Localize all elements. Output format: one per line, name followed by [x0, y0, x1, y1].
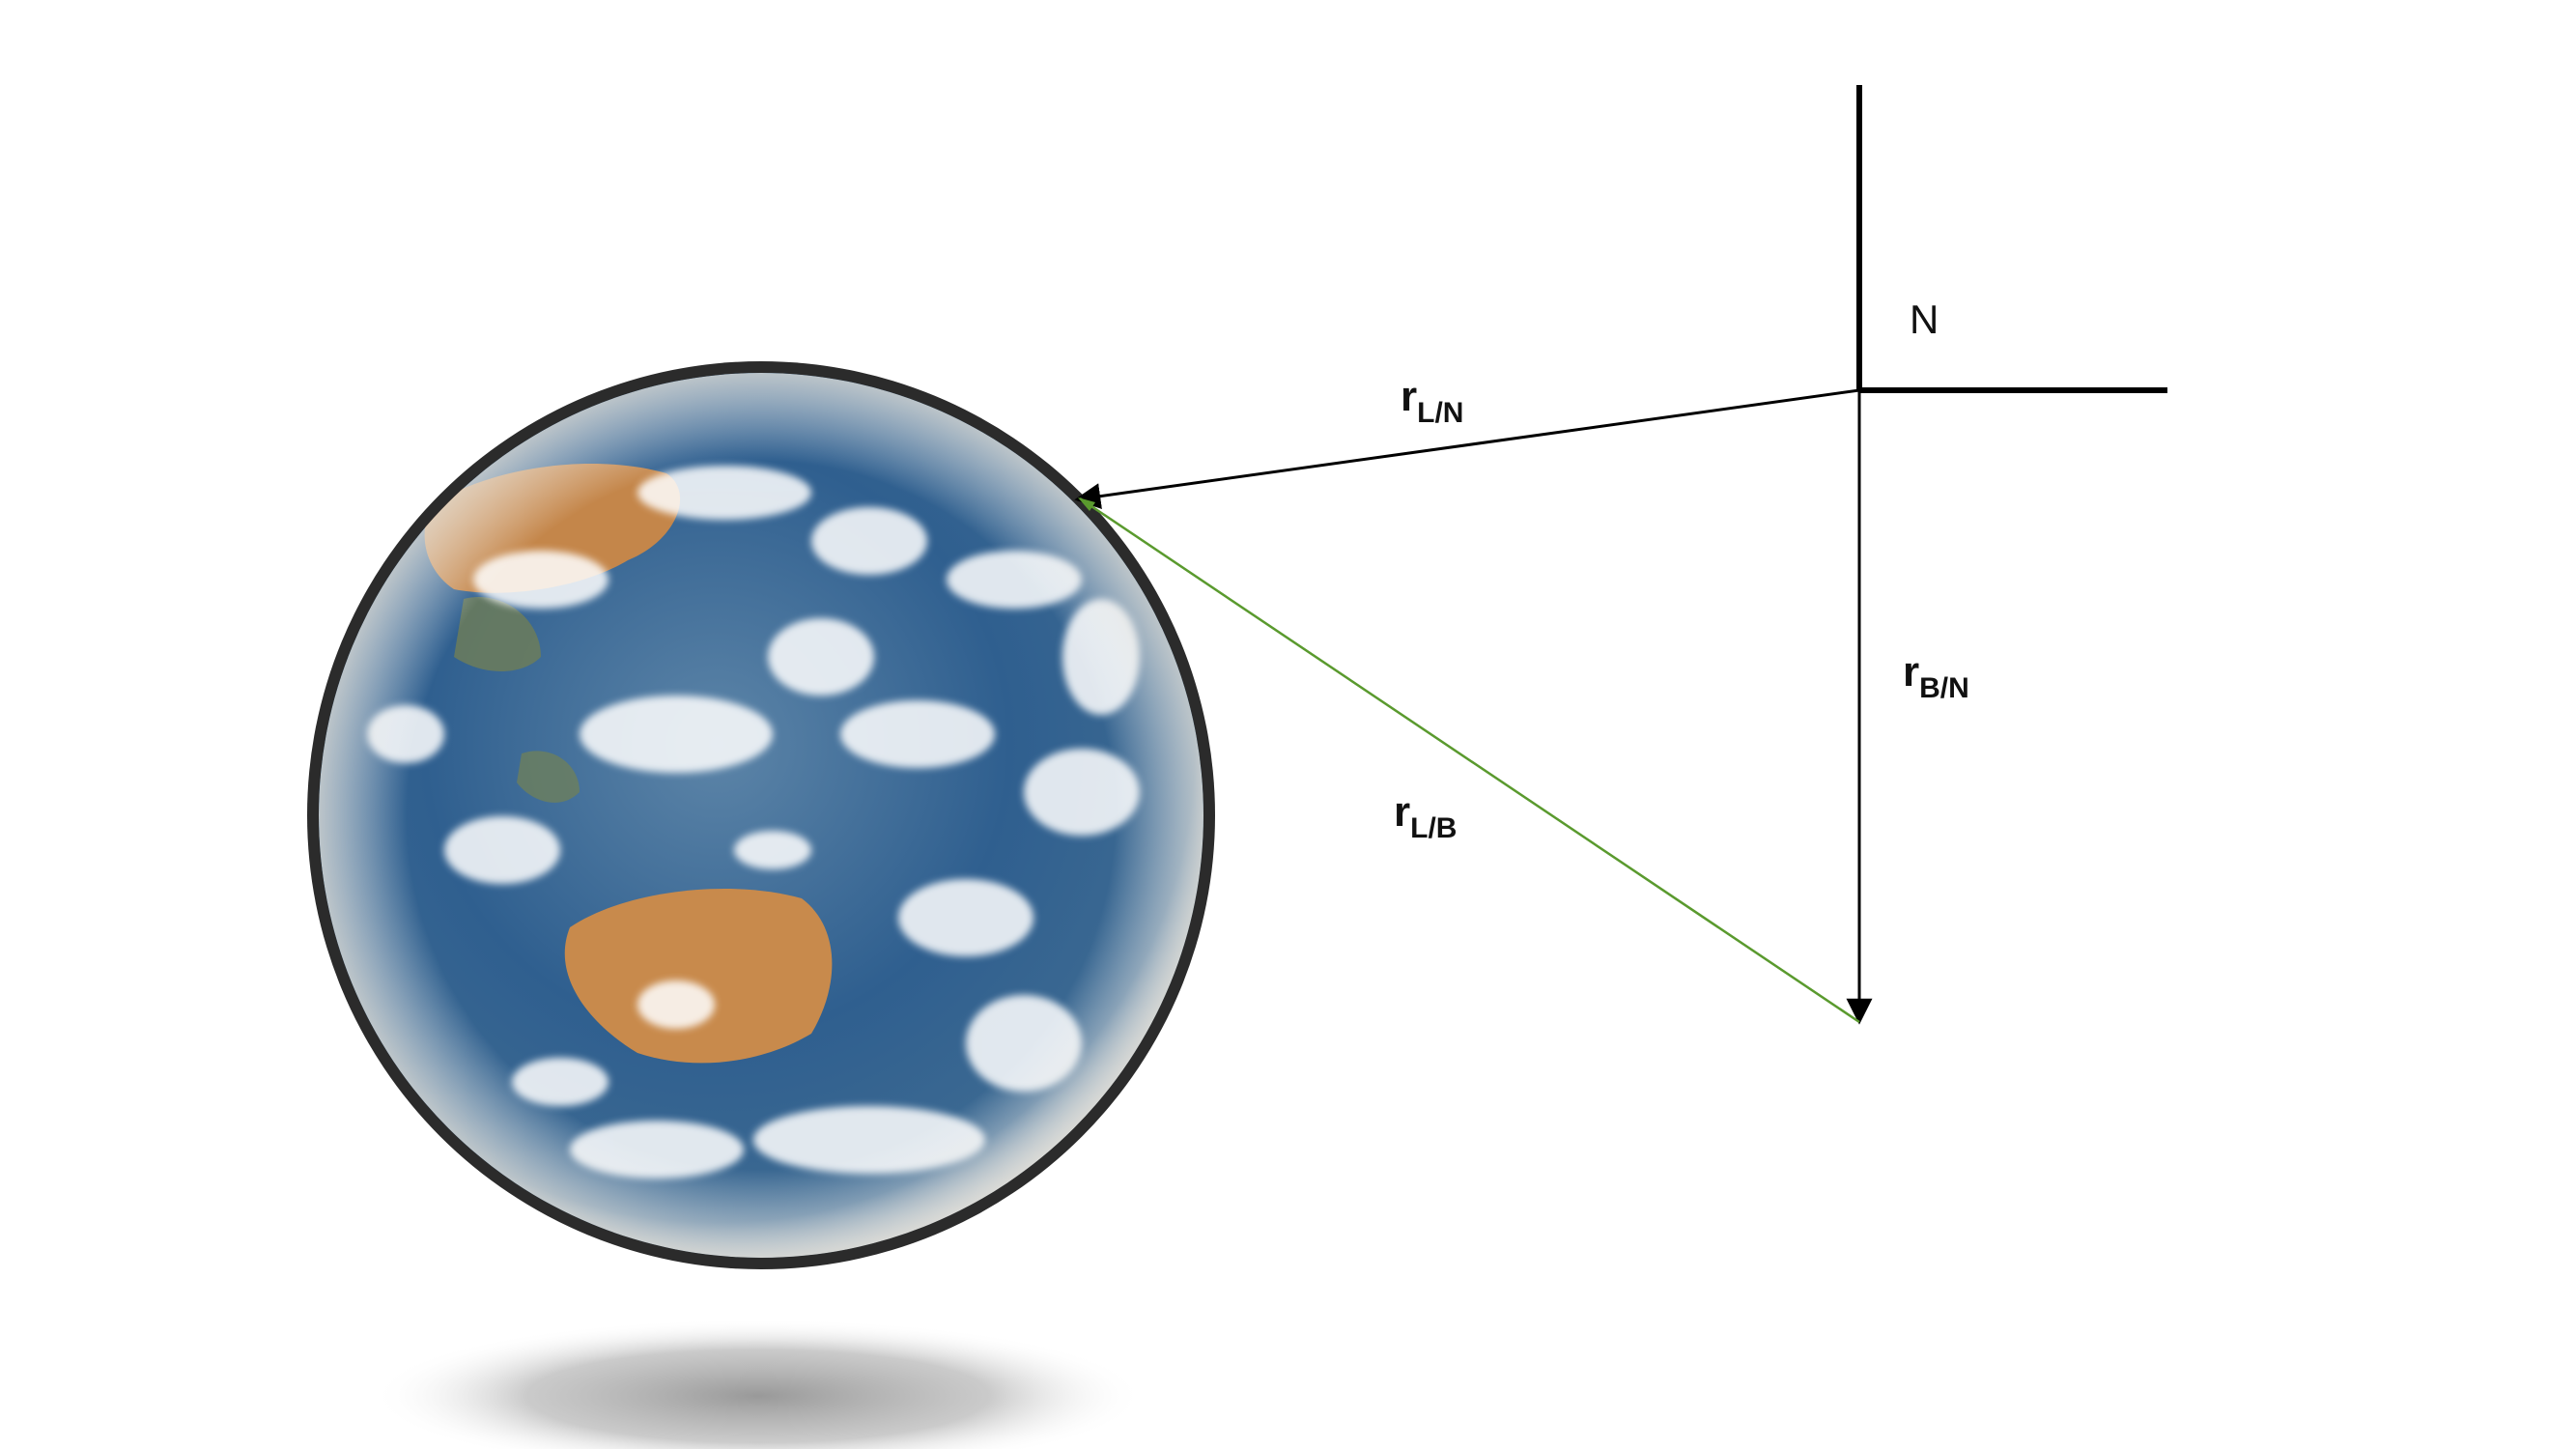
earth-shadow — [372, 1319, 1145, 1449]
label-r-bn-main: r — [1903, 648, 1919, 696]
label-r-lb-main: r — [1394, 788, 1410, 836]
frame-n-label: N — [1910, 297, 1939, 342]
label-r-ln: rL/N — [1401, 373, 1463, 429]
label-r-ln-main: r — [1401, 373, 1417, 420]
label-r-ln-sub: L/N — [1417, 397, 1463, 429]
label-r-lb: rL/B — [1394, 788, 1457, 844]
label-r-bn: rB/N — [1903, 648, 1969, 704]
vector-r-ln — [1074, 388, 1860, 510]
label-r-bn-sub: B/N — [1919, 672, 1969, 704]
label-r-lb-sub: L/B — [1410, 812, 1457, 844]
earth-globe-icon — [307, 361, 1215, 1269]
vector-r-lb-arrowhead — [1078, 497, 1095, 511]
vector-r-lb — [1079, 497, 1860, 1024]
